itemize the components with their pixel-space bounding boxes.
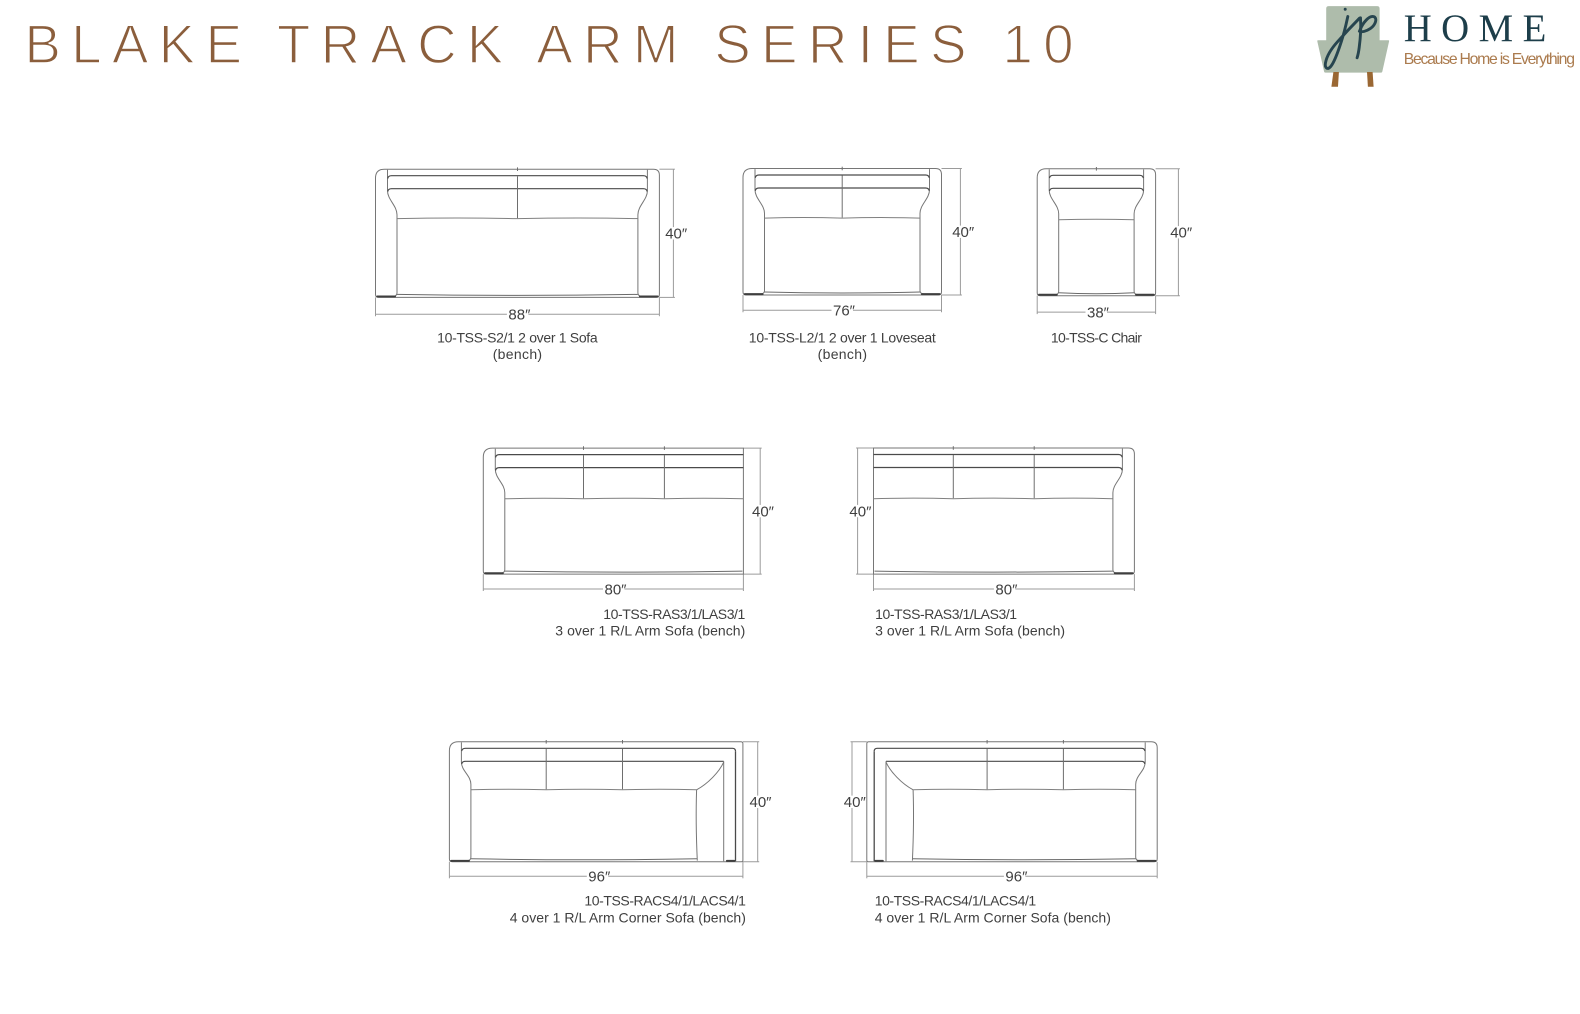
svg-text:10-TSS-RACS4/1/LACS4/1: 10-TSS-RACS4/1/LACS4/1 — [875, 893, 1037, 909]
svg-text:(bench): (bench) — [818, 346, 867, 362]
svg-text:10-TSS-RAS3/1/LAS3/1: 10-TSS-RAS3/1/LAS3/1 — [603, 606, 745, 622]
svg-text:38″: 38″ — [1087, 305, 1110, 322]
svg-text:40″: 40″ — [665, 226, 688, 243]
svg-text:(bench): (bench) — [493, 346, 542, 362]
svg-text:10-TSS-S2/1 2 over 1 Sofa: 10-TSS-S2/1 2 over 1 Sofa — [437, 330, 598, 346]
svg-text:40″: 40″ — [750, 794, 773, 811]
svg-text:Because Home is Everything: Because Home is Everything — [1404, 51, 1575, 68]
svg-text:HOME: HOME — [1404, 7, 1547, 50]
svg-text:80″: 80″ — [605, 581, 628, 598]
svg-text:40″: 40″ — [752, 504, 775, 521]
svg-text:10-TSS-L2/1 2 over 1 Loveseat: 10-TSS-L2/1 2 over 1 Loveseat — [749, 330, 936, 346]
svg-text:4 over 1 R/L Arm Corner Sofa (: 4 over 1 R/L Arm Corner Sofa (bench) — [510, 910, 746, 926]
svg-text:96″: 96″ — [588, 869, 611, 886]
svg-text:40″: 40″ — [844, 794, 867, 811]
svg-text:3 over 1 R/L Arm Sofa (bench): 3 over 1 R/L Arm Sofa (bench) — [875, 623, 1065, 639]
svg-text:80″: 80″ — [995, 581, 1018, 598]
svg-text:40″: 40″ — [849, 504, 872, 521]
svg-text:88″: 88″ — [508, 307, 531, 324]
svg-text:10-TSS-RAS3/1/LAS3/1: 10-TSS-RAS3/1/LAS3/1 — [875, 606, 1017, 622]
svg-text:40″: 40″ — [1170, 225, 1193, 242]
svg-text:76″: 76″ — [833, 303, 856, 320]
svg-text:10-TSS-RACS4/1/LACS4/1: 10-TSS-RACS4/1/LACS4/1 — [584, 893, 746, 909]
svg-text:96″: 96″ — [1005, 869, 1028, 886]
svg-text:3 over 1 R/L Arm Sofa (bench): 3 over 1 R/L Arm Sofa (bench) — [555, 623, 745, 639]
svg-text:BLAKE TRACK ARM SERIES 10: BLAKE TRACK ARM SERIES 10 — [25, 14, 1074, 75]
svg-text:4 over 1 R/L Arm Corner Sofa (: 4 over 1 R/L Arm Corner Sofa (bench) — [875, 910, 1111, 926]
svg-text:40″: 40″ — [952, 224, 975, 241]
svg-text:10-TSS-C Chair: 10-TSS-C Chair — [1051, 330, 1142, 346]
